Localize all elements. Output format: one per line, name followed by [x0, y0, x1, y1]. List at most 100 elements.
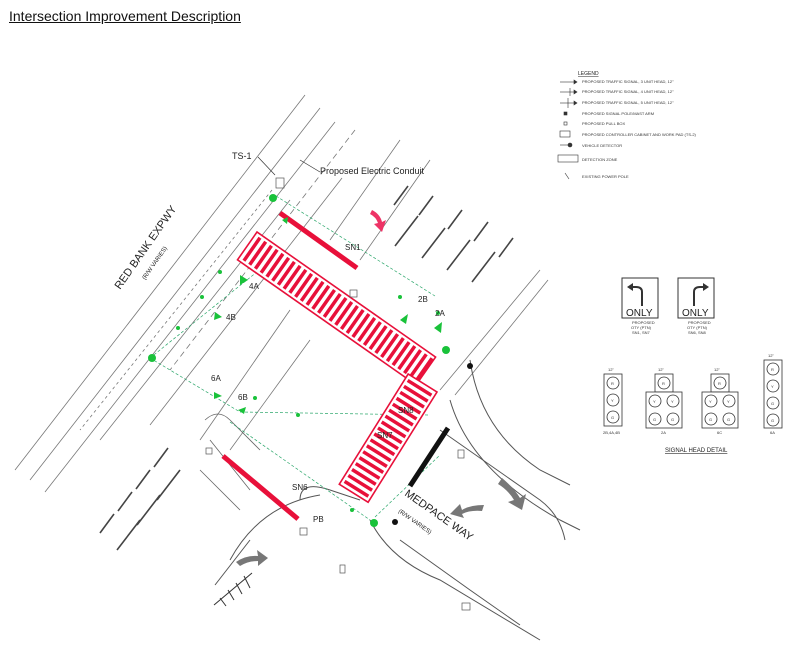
crosswalk-stripe — [358, 456, 385, 474]
crosswalk-stripe — [347, 473, 373, 492]
signal-head-detail-title: SIGNAL HEAD DETAIL — [665, 448, 728, 454]
head-label-2b: 2B — [418, 295, 428, 304]
sn1-label: SN1 — [345, 243, 361, 252]
crosswalk-stripe — [362, 450, 388, 469]
crosswalk-stripe — [380, 420, 407, 439]
sn6-label: SN6 — [292, 483, 308, 492]
svg-text:Y: Y — [709, 399, 712, 404]
legend-symbols — [557, 79, 579, 180]
legend-item: PROPOSED PULL BOX — [582, 121, 626, 126]
ts1-label: TS-1 — [232, 151, 252, 161]
signal-head-3unit — [603, 373, 623, 427]
crosswalk-stripe — [388, 408, 414, 427]
crosswalk-stripe — [345, 309, 365, 334]
crosswalk-stripe — [282, 264, 302, 290]
legend-item: PROPOSED CONTROLLER CABINET AND WORK PAD… — [582, 132, 697, 137]
head-label-2a: 2A — [435, 309, 445, 318]
crosswalk-stripe — [343, 479, 370, 498]
signal-heads — [214, 217, 442, 414]
medpace-linework — [214, 359, 581, 641]
signal-head-detail — [603, 359, 783, 429]
crosswalk-stripe — [317, 288, 336, 314]
head-label-4b: 4B — [226, 313, 236, 322]
svg-text:G: G — [771, 418, 774, 423]
sign-right-only: ONLY PROPOSED OTY (PTN) SN6, SN8 — [677, 277, 715, 335]
sign-left-text: ONLY — [626, 308, 653, 319]
crosswalk-stripe — [395, 396, 422, 415]
crosswalk-stripe — [391, 402, 418, 421]
crosswalk-stripe — [368, 325, 388, 351]
crosswalk-stripe — [328, 296, 348, 322]
svg-text:2B,4A,4B: 2B,4A,4B — [603, 430, 620, 435]
crosswalk-stripe — [265, 252, 285, 278]
svg-text:SN1, SN7: SN1, SN7 — [632, 330, 651, 335]
crosswalk-stripe — [385, 337, 405, 363]
conduit-label: Proposed Electric Conduit — [320, 166, 425, 176]
svg-text:Y: Y — [611, 398, 614, 403]
svg-text:Y: Y — [727, 399, 730, 404]
legend-item: PROPOSED TRAFFIC SIGNAL, 3 UNIT HEAD, 12… — [582, 79, 674, 84]
crosswalk-stripe — [357, 317, 377, 342]
svg-text:6C: 6C — [717, 430, 722, 435]
crosswalk-stripe — [322, 292, 342, 318]
svg-text:12": 12" — [658, 367, 664, 372]
signal-poles — [148, 194, 450, 527]
crosswalk-east — [338, 372, 439, 504]
legend-item: PROPOSED SIGNAL POLE/MAST ARM — [582, 111, 654, 116]
crosswalk-stripe — [299, 276, 319, 302]
stop-bar-south — [221, 454, 300, 521]
svg-text:G: G — [653, 417, 656, 422]
legend-item: DETECTION ZONE — [582, 157, 618, 162]
signal-head-5unit — [701, 373, 739, 429]
sign-left-only: ONLY PROPOSED OTY (PTN) SN1, SN7 — [621, 277, 659, 335]
detection-guides — [149, 195, 441, 521]
crosswalk-stripe — [305, 280, 325, 306]
svg-text:G: G — [727, 417, 730, 422]
svg-text:PROPOSED: PROPOSED — [632, 320, 655, 325]
legend-title: LEGEND — [578, 71, 599, 77]
page-title: Intersection Improvement Description — [9, 8, 241, 24]
crosswalk-stripe — [380, 333, 400, 359]
crosswalk-stripe — [406, 378, 433, 397]
legend: LEGEND PROPOSED TRAFFIC SIGNAL, 3 UNIT H… — [557, 71, 697, 180]
svg-text:PROPOSED: PROPOSED — [688, 320, 711, 325]
svg-text:Y: Y — [653, 399, 656, 404]
svg-text:OTY (PTN): OTY (PTN) — [631, 325, 652, 330]
vehicle-detector — [467, 363, 473, 369]
svg-text:Y: Y — [671, 399, 674, 404]
head-label-6b: 6B — [238, 393, 248, 402]
crosswalk-stripe — [259, 248, 279, 274]
signal-head-4unit — [763, 359, 783, 429]
fixtures — [205, 177, 471, 611]
svg-text:R: R — [662, 381, 665, 386]
vehicle-detector — [392, 519, 398, 525]
svg-text:Y: Y — [771, 384, 774, 389]
crosswalk-stripe — [276, 260, 296, 286]
crosswalk-stripe — [373, 432, 399, 451]
legend-item: VEHICLE DETECTOR — [582, 143, 622, 148]
svg-text:12": 12" — [608, 367, 614, 372]
crosswalk-stripe — [334, 300, 354, 326]
crosswalk-stripe — [288, 268, 308, 294]
legend-item: PROPOSED TRAFFIC SIGNAL, 4 UNIT HEAD, 12… — [582, 89, 674, 94]
crosswalk-stripe — [365, 444, 392, 463]
svg-text:R: R — [611, 381, 614, 386]
crosswalk-stripe — [294, 272, 314, 298]
crosswalk-stripe — [399, 390, 425, 409]
crosswalk-stripe — [377, 426, 403, 445]
arrow-icon — [236, 210, 526, 566]
svg-text:12": 12" — [768, 353, 774, 358]
svg-text:G: G — [611, 415, 614, 420]
sign-right-text: ONLY — [682, 308, 709, 319]
svg-text:R: R — [718, 381, 721, 386]
svg-text:G: G — [709, 417, 712, 422]
legend-item: EXISTING POWER POLE — [582, 174, 629, 179]
crosswalk-stripe — [242, 236, 262, 262]
crosswalk-stripe — [362, 321, 382, 347]
crosswalk-stripe — [397, 345, 417, 371]
crosswalk-stripe — [311, 284, 331, 310]
lane-lines — [99, 185, 514, 551]
svg-text:G: G — [671, 417, 674, 422]
head-label-4a: 4A — [249, 282, 259, 291]
